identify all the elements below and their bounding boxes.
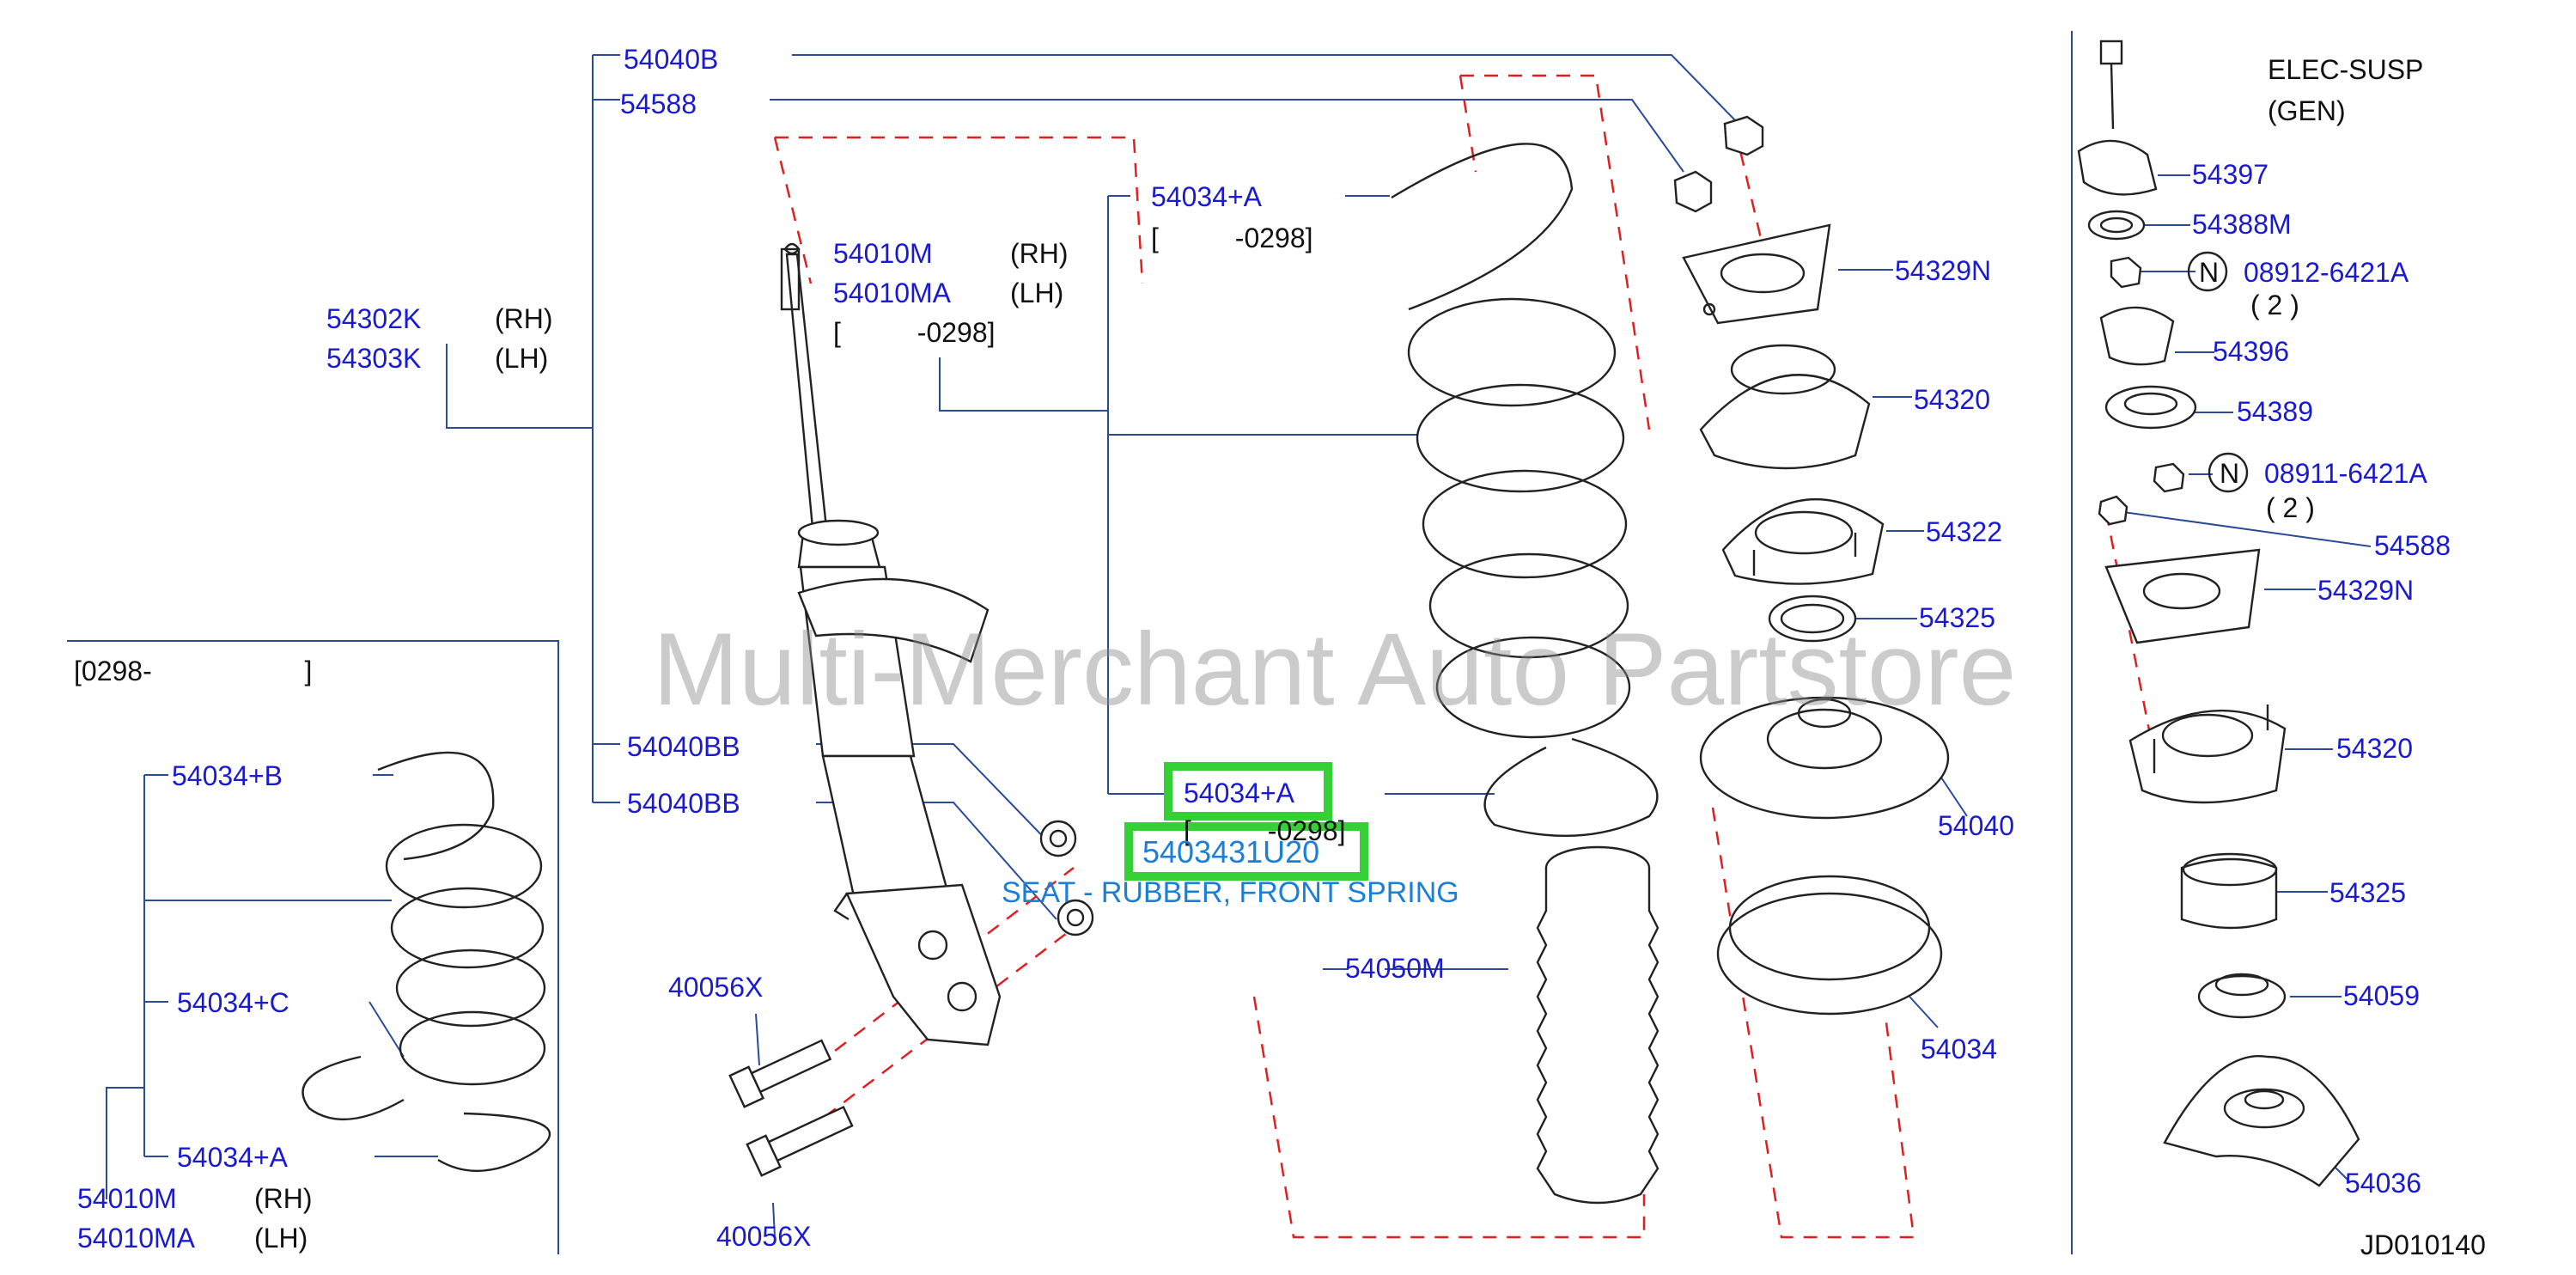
n-mark-letter: N xyxy=(2199,257,2219,288)
callout-54397[interactable]: 54397 xyxy=(2192,159,2268,190)
dust-boot-illustration xyxy=(1536,845,1659,1205)
date-range-bracket: [ -0298] xyxy=(1151,223,1313,253)
part-number-highlight-box xyxy=(1124,822,1368,881)
variant-box-frame xyxy=(67,640,559,1254)
coil-spring-illustration xyxy=(1391,143,1659,838)
callout-54059[interactable]: 54059 xyxy=(2343,980,2420,1011)
callout-54034-plus-b[interactable]: 54034+B xyxy=(172,760,283,791)
callout-54034-plus-a[interactable]: 54034+A xyxy=(1151,181,1263,212)
callout-54322[interactable]: 54322 xyxy=(1926,516,2002,547)
side-label-lh: (LH) xyxy=(495,343,548,374)
callout-54320[interactable]: 54320 xyxy=(2336,733,2413,764)
variant-date-range: [0298- ] xyxy=(74,656,312,686)
strut-assembly-illustration xyxy=(780,242,1002,1046)
callout-54588[interactable]: 54588 xyxy=(2374,530,2451,561)
callout-54329N[interactable]: 54329N xyxy=(1895,255,1991,286)
variant-spring-illustration xyxy=(301,751,551,1173)
callout-54329N[interactable]: 54329N xyxy=(2317,575,2414,606)
n-mark-circle-2 xyxy=(2208,452,2249,493)
watermark-text: Multi-Merchant Auto Partstore xyxy=(653,612,2016,727)
bolt-illustrations xyxy=(728,820,1094,1177)
callout-54034-plus-a[interactable]: 54034+A xyxy=(177,1142,289,1173)
callout-54396[interactable]: 54396 xyxy=(2213,336,2289,367)
callout-54010MA[interactable]: 54010MA xyxy=(833,278,952,308)
callout-08912-6421A[interactable]: 08912-6421A xyxy=(2244,257,2409,288)
callout-54325[interactable]: 54325 xyxy=(1919,602,1995,633)
quantity-label: ( 2 ) xyxy=(2266,492,2315,523)
callout-54389[interactable]: 54389 xyxy=(2237,396,2313,427)
elec-susp-parts-illustrations xyxy=(2077,40,2360,1187)
callout-54036[interactable]: 54036 xyxy=(2345,1168,2421,1199)
date-range-bracket: [ -0298] xyxy=(833,317,996,348)
quantity-label: ( 2 ) xyxy=(2250,290,2299,320)
section-title: ELEC-SUSP xyxy=(2268,54,2423,85)
callout-54040BB[interactable]: 54040BB xyxy=(627,731,740,762)
side-label-rh: (RH) xyxy=(1010,238,1069,269)
callout-54588[interactable]: 54588 xyxy=(620,88,697,119)
callout-54040BB[interactable]: 54040BB xyxy=(627,788,740,819)
n-mark-letter: N xyxy=(2220,458,2239,489)
callout-54010MA[interactable]: 54010MA xyxy=(77,1223,196,1254)
callout-54388M[interactable]: 54388M xyxy=(2192,209,2292,240)
callout-54010M[interactable]: 54010M xyxy=(77,1183,177,1214)
side-label-lh: (LH) xyxy=(1010,278,1063,308)
part-labels: 54040B 54588 54302K 54303K (RH) (LH) 540… xyxy=(74,44,2486,1260)
callout-lines xyxy=(106,54,2372,1238)
diagram-code: JD010140 xyxy=(2360,1229,2486,1260)
callout-54325[interactable]: 54325 xyxy=(2329,877,2406,908)
callout-54034-plus-c[interactable]: 54034+C xyxy=(177,987,289,1018)
callout-08911-6421A[interactable]: 08911-6421A xyxy=(2264,458,2427,489)
callout-54303K[interactable]: 54303K xyxy=(326,343,421,374)
callout-highlight-box xyxy=(1164,762,1332,821)
side-label-rh: (RH) xyxy=(254,1183,313,1214)
callout-40056X[interactable]: 40056X xyxy=(716,1221,811,1252)
callout-54034-plus-a-selected[interactable]: 54034+A xyxy=(1184,778,1295,808)
mount-parts-illustrations xyxy=(1673,115,1950,1016)
callout-54010M[interactable]: 54010M xyxy=(833,238,933,269)
selected-part-description: SEAT - RUBBER, FRONT SPRING xyxy=(1002,876,1459,909)
callout-54050M[interactable]: 54050M xyxy=(1345,953,1445,984)
callout-54034[interactable]: 54034 xyxy=(1921,1034,1997,1065)
section-subtitle: (GEN) xyxy=(2268,95,2346,126)
callout-40056X[interactable]: 40056X xyxy=(668,972,763,1003)
side-label-rh: (RH) xyxy=(495,303,553,334)
callout-54320[interactable]: 54320 xyxy=(1914,384,1990,415)
date-range-bracket: [ -0298] xyxy=(1184,815,1346,846)
selected-part-number[interactable]: 5403431U20 xyxy=(1142,834,1319,869)
n-mark-circle-1 xyxy=(2187,251,2228,292)
callout-54040[interactable]: 54040 xyxy=(1938,810,2014,841)
callout-54302K[interactable]: 54302K xyxy=(326,303,421,334)
side-label-lh: (LH) xyxy=(254,1223,308,1254)
callout-54040B[interactable]: 54040B xyxy=(624,44,718,75)
